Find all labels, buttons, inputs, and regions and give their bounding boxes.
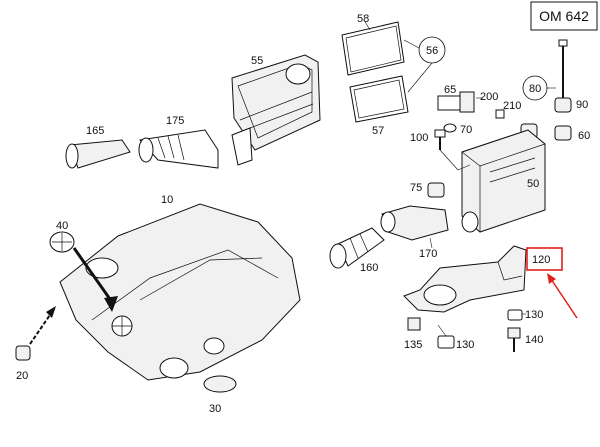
label-90: 90 xyxy=(576,99,588,111)
part-50-air-filter-box xyxy=(457,129,546,233)
label-56: 56 xyxy=(426,45,438,57)
part-40-emblem xyxy=(49,231,118,312)
part-120-intake-bracket xyxy=(403,245,527,313)
part-70-seal xyxy=(443,123,457,133)
label-60: 60 xyxy=(578,130,590,142)
label-57: 57 xyxy=(372,125,384,137)
highlight-arrow-head xyxy=(547,273,556,284)
part-100-bolt xyxy=(434,129,459,171)
label-50: 50 xyxy=(527,178,539,190)
callout-80 xyxy=(522,75,556,101)
part-10-engine-cover xyxy=(59,203,301,381)
callout-56 xyxy=(403,36,446,93)
label-135: 135 xyxy=(404,339,422,351)
part-20-nut xyxy=(15,306,56,361)
label-160: 160 xyxy=(360,262,378,274)
label-75: 75 xyxy=(410,182,422,194)
part-170-air-duct xyxy=(380,205,449,249)
part-57-air-filter xyxy=(349,75,409,123)
label-210: 210 xyxy=(503,100,521,112)
label-55: 55 xyxy=(251,55,263,67)
part-160-hose xyxy=(329,227,385,269)
part-58-air-filter xyxy=(341,19,405,76)
label-10: 10 xyxy=(161,194,173,206)
label-175: 175 xyxy=(166,115,184,127)
part-130-grommet-right xyxy=(507,309,526,321)
highlight-120: 120 xyxy=(526,247,578,319)
label-100: 100 xyxy=(410,132,428,144)
label-80: 80 xyxy=(529,83,541,95)
part-75-rubber-mount xyxy=(427,182,445,198)
label-40: 40 xyxy=(56,220,68,232)
part-90-stud xyxy=(554,39,572,113)
part-130-grommet-left xyxy=(437,324,455,349)
highlight-arrow-line xyxy=(550,278,578,319)
part-65-sensor xyxy=(437,91,483,113)
label-20: 20 xyxy=(16,370,28,382)
label-130-right: 130 xyxy=(525,309,543,321)
label-170: 170 xyxy=(419,248,437,260)
label-65: 65 xyxy=(444,84,456,96)
label-70: 70 xyxy=(460,124,472,136)
label-130-left: 130 xyxy=(456,339,474,351)
label-200: 200 xyxy=(480,91,498,103)
part-55-air-filter-housing xyxy=(231,54,321,166)
label-140: 140 xyxy=(525,334,543,346)
part-210-bolt xyxy=(495,109,505,119)
part-175-hose xyxy=(138,129,219,169)
part-30-plug xyxy=(203,375,237,393)
svg-text:OM 642: OM 642 xyxy=(539,8,589,24)
part-135-nut xyxy=(407,317,421,331)
label-120: 120 xyxy=(532,254,550,266)
label-30: 30 xyxy=(209,403,221,415)
label-58: 58 xyxy=(357,13,369,25)
part-165-intake-pipe xyxy=(65,139,131,169)
label-165: 165 xyxy=(86,125,104,137)
engine-code-box: OM 642 xyxy=(530,1,598,31)
highlight-box xyxy=(526,247,563,271)
part-140-bolt xyxy=(507,327,521,352)
